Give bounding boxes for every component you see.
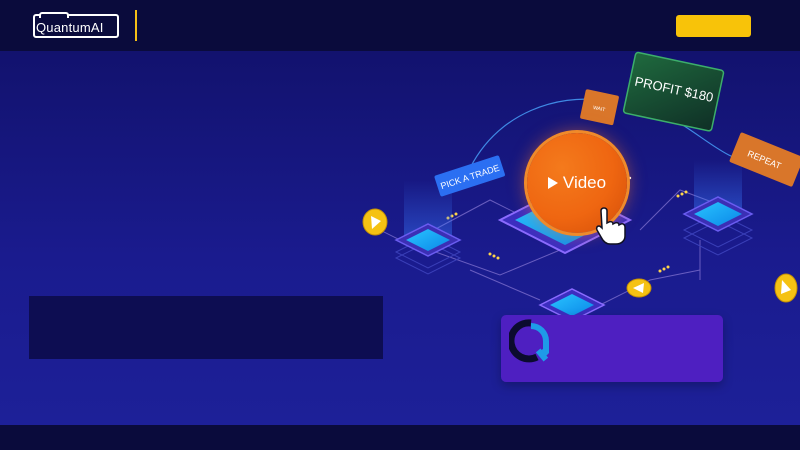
video-play-button[interactable]: Video — [527, 133, 627, 233]
wait-card: WAIT — [580, 89, 619, 126]
header-divider — [135, 10, 137, 41]
hand-pointer-icon — [595, 207, 626, 245]
site-header: QuantumAI — [0, 0, 800, 51]
profit-card: PROFIT $180 — [622, 51, 725, 132]
left-platform — [394, 223, 462, 275]
cta-button[interactable] — [676, 15, 751, 37]
right-platform — [682, 196, 754, 256]
quantum-q-icon — [509, 319, 549, 363]
cursor-dot — [628, 176, 632, 180]
coin-icon — [774, 273, 798, 303]
coin-icon — [626, 278, 652, 298]
site-footer — [0, 425, 800, 450]
logo-text: QuantumAI — [36, 20, 104, 35]
video-label: Video — [562, 173, 607, 192]
repeat-card: REPEAT — [729, 132, 800, 187]
play-icon — [547, 177, 558, 189]
quantum-ai-card — [501, 315, 723, 382]
wait-label: WAIT — [592, 105, 605, 113]
pick-trade-card: PICK A TRADE — [434, 155, 505, 197]
logo-wallet-tab — [39, 12, 69, 18]
coin-icon — [362, 208, 388, 236]
logo-wallet-frame — [33, 14, 119, 38]
quantumai-logo[interactable]: QuantumAI — [33, 12, 123, 40]
hero-text-block — [29, 296, 383, 359]
